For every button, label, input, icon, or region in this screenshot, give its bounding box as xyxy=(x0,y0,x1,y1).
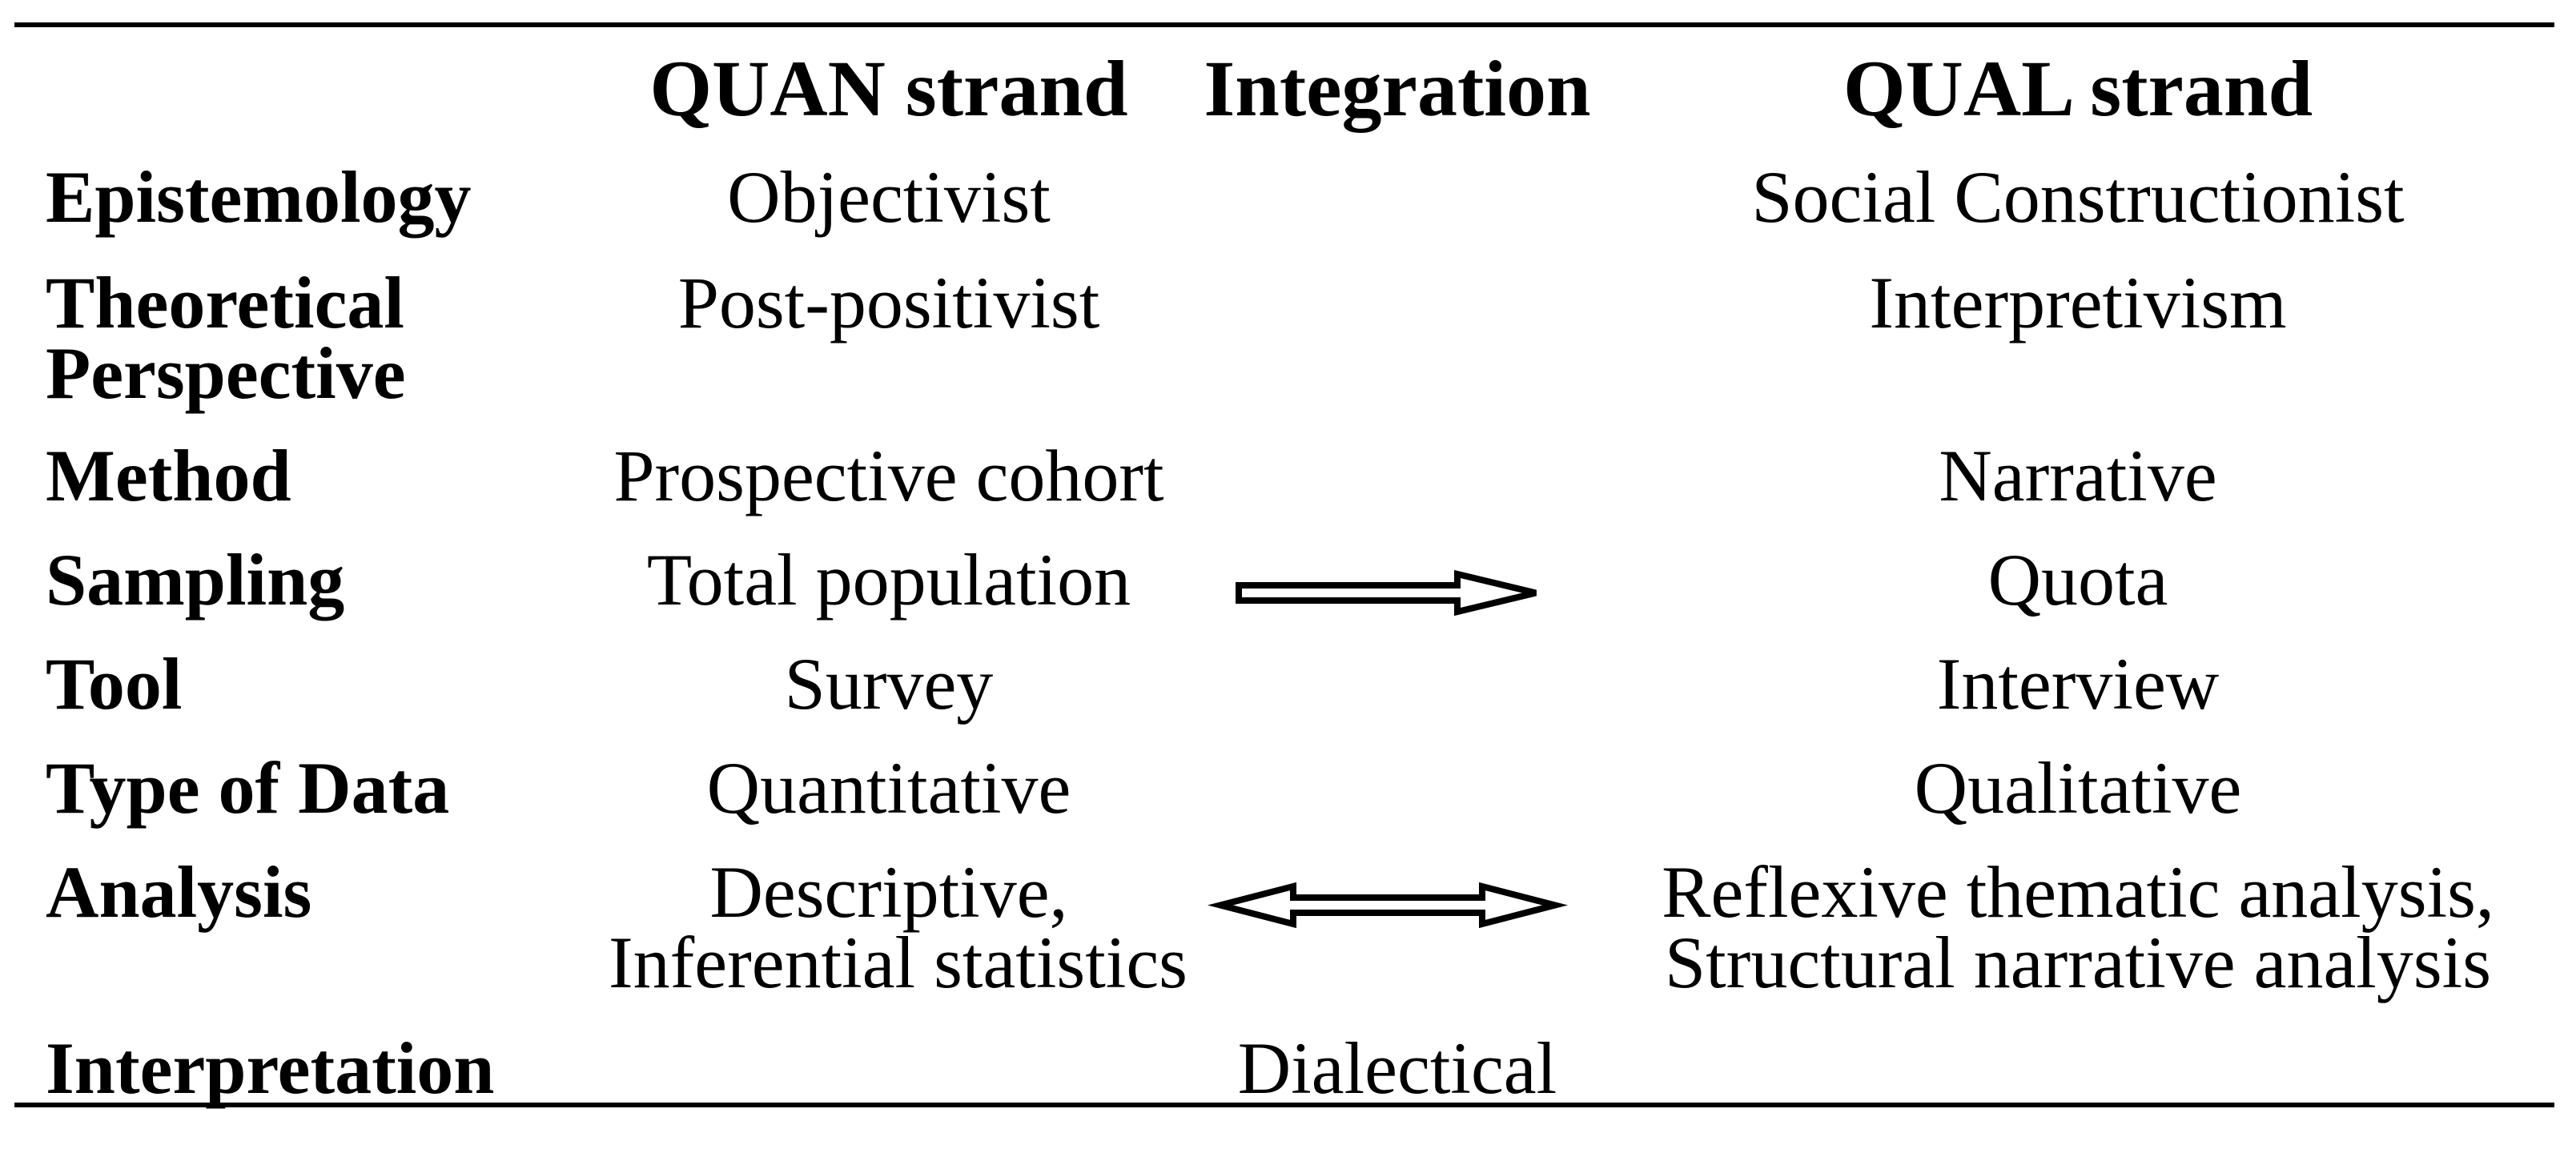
qual-cell: Interview xyxy=(1936,643,2220,725)
header-integration: Integration xyxy=(1204,44,1591,133)
header-blank-cell xyxy=(0,54,609,124)
right-arrow-icon xyxy=(1236,569,1537,617)
quan-cell-line1: Descriptive, xyxy=(709,851,1068,933)
quan-cell: Objectivist xyxy=(727,156,1051,238)
row-label: Tool xyxy=(46,643,183,725)
quan-cell-line2: Inferential statistics xyxy=(609,922,1188,1003)
table-row-analysis: Analysis Descriptive, Inferential statis… xyxy=(0,851,2530,1003)
header-quan-strand: QUAN strand xyxy=(649,44,1128,133)
qual-cell: Quota xyxy=(1987,539,2168,621)
table-header-row: QUAN strand Integration QUAL strand xyxy=(0,44,2530,133)
qual-cell: Reflexive thematic analysis, Structural … xyxy=(1626,851,2530,1003)
row-label: Interpretation xyxy=(46,1027,495,1109)
table-top-rule xyxy=(14,22,2554,27)
row-label-line1: Theoretical xyxy=(46,262,404,343)
row-label: Sampling xyxy=(46,539,345,621)
table-row-sampling: Sampling Total population Quota xyxy=(0,539,2530,621)
integration-cell xyxy=(1169,753,1626,823)
table-row-theoretical-perspective: Theoretical Perspective Post-positivist … xyxy=(0,262,2530,414)
double-arrow-icon xyxy=(1208,882,1568,929)
qual-cell: Social Constructionist xyxy=(1751,156,2405,238)
quan-cell: Descriptive, Inferential statistics xyxy=(609,851,1188,1003)
qual-cell: Narrative xyxy=(1939,435,2217,516)
integration-cell xyxy=(1169,857,1626,998)
quan-cell: Quantitative xyxy=(706,747,1071,829)
integration-cell xyxy=(1169,267,1626,408)
qual-cell-line1: Reflexive thematic analysis, xyxy=(1662,851,2494,933)
row-label: Epistemology xyxy=(46,156,472,238)
qual-cell: Qualitative xyxy=(1914,747,2242,829)
integration-cell: Dialectical xyxy=(1237,1027,1557,1109)
quan-cell: Prospective cohort xyxy=(613,435,1164,516)
qual-cell xyxy=(1626,1033,2530,1103)
quan-cell xyxy=(609,1033,1169,1103)
table-bottom-rule xyxy=(14,1103,2554,1107)
qual-cell-line2: Structural narrative analysis xyxy=(1664,922,2492,1003)
integration-cell xyxy=(1169,162,1626,232)
header-qual-strand: QUAL strand xyxy=(1843,44,2313,133)
quan-cell: Survey xyxy=(784,643,994,725)
integration-cell xyxy=(1169,649,1626,719)
quan-cell: Total population xyxy=(646,539,1131,621)
row-label: Method xyxy=(46,435,291,516)
qual-cell: Interpretivism xyxy=(1869,262,2287,343)
row-label: Type of Data xyxy=(46,747,450,829)
table-row-epistemology: Epistemology Objectivist Social Construc… xyxy=(0,156,2530,238)
table-row-type-of-data: Type of Data Quantitative Qualitative xyxy=(0,747,2530,829)
table-row-tool: Tool Survey Interview xyxy=(0,643,2530,725)
row-label-line2: Perspective xyxy=(46,332,406,414)
integration-cell xyxy=(1169,440,1626,511)
row-label: Analysis xyxy=(46,851,312,933)
table-row-interpretation: Interpretation Dialectical xyxy=(0,1027,2530,1109)
quan-cell: Post-positivist xyxy=(677,262,1100,343)
row-label: Theoretical Perspective xyxy=(0,262,609,414)
table-row-method: Method Prospective cohort Narrative xyxy=(0,435,2530,516)
